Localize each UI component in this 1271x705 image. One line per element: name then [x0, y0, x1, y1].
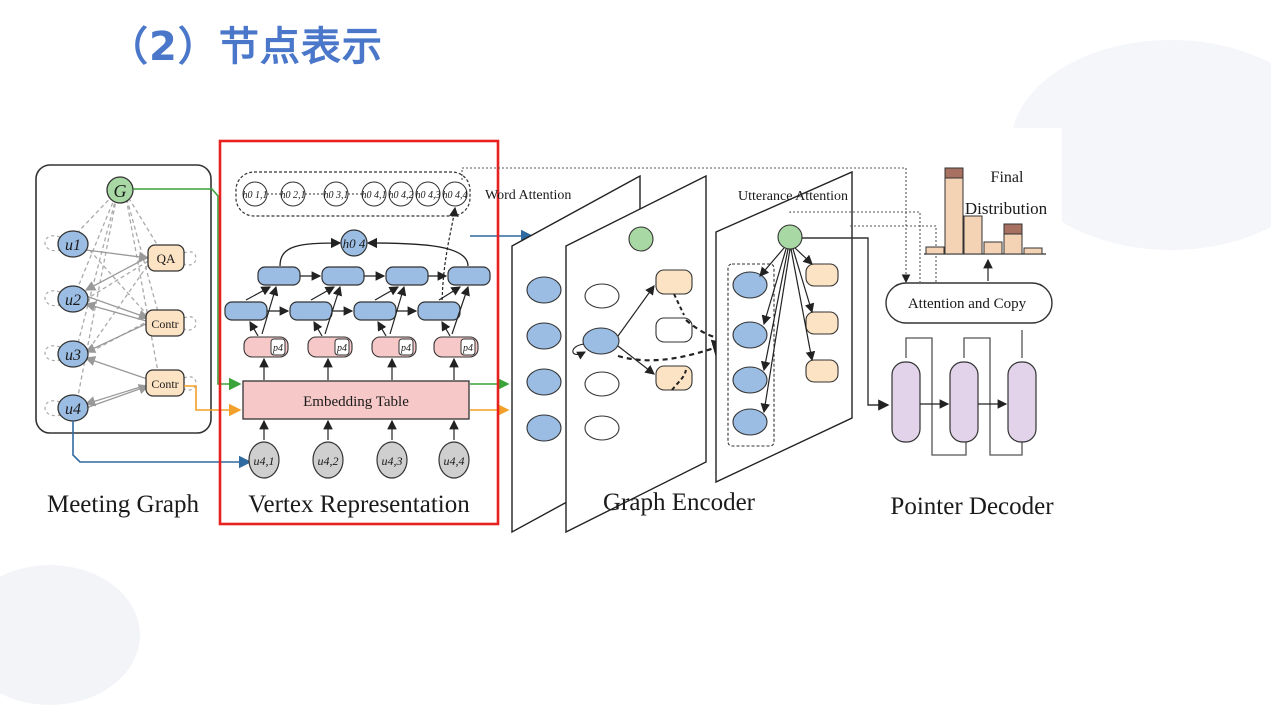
contr-node-1-label: Contr	[151, 317, 178, 331]
word-state-6	[415, 181, 441, 207]
pointer-decoder-title: Pointer Decoder	[890, 493, 1054, 520]
bilstm-lower-1	[224, 301, 268, 321]
vertex-representation: h0 1,1 h0 2,1 h0 3,1 h0 4,1 h0 4,2 h0 4,…	[218, 139, 500, 526]
input-token-4-label: u4,4	[444, 454, 465, 468]
utterance-node-4-label: u4	[65, 401, 81, 418]
input-token-2-label: u4,2	[318, 454, 339, 468]
meeting-graph-box	[35, 164, 212, 434]
word-state-7	[442, 181, 468, 207]
slide-title: （2）节点表示	[108, 24, 383, 70]
vertex-representation-title: Vertex Representation	[248, 491, 470, 518]
decoder-cell-3	[1007, 361, 1037, 443]
input-token-2	[312, 441, 344, 479]
bilstm-upper-2	[321, 266, 365, 286]
contr-node-2-label: Contr	[151, 377, 178, 391]
attention-copy-box	[885, 282, 1053, 324]
global-node-label: G	[114, 181, 127, 201]
input-token-1-label: u4,1	[254, 454, 275, 468]
word-states-box	[235, 171, 471, 217]
input-token-3	[376, 441, 408, 479]
global-node	[106, 176, 134, 204]
pointer-decoder: Attention and Copy Fina	[802, 167, 1053, 456]
encoder-layer-2	[565, 174, 707, 534]
input-token-3-label: u4,3	[382, 454, 403, 468]
encoder-layer-3	[715, 170, 853, 484]
utterance-attention-label: Utterance Attention	[738, 189, 848, 204]
bilstm-upper-4	[447, 266, 491, 286]
utterance-node-3	[57, 340, 89, 368]
word-state-5	[388, 181, 414, 207]
attention-copy-label: Attention and Copy	[908, 296, 1027, 312]
qa-node-label: QA	[157, 251, 176, 266]
input-token-4	[438, 441, 470, 479]
contr-node-1	[145, 309, 185, 337]
pos-tag-4-label: p4	[462, 343, 473, 354]
word-state-7-label: h0 4,4	[443, 190, 468, 201]
highlight-box	[218, 139, 500, 526]
bilstm-lower-4	[417, 301, 461, 321]
graph-encoder: Word Attention Utterance Attention	[461, 167, 937, 534]
meeting-graph-title: Meeting Graph	[47, 491, 200, 518]
utterance-node-2-label: u2	[65, 292, 81, 309]
utterance-node-1	[57, 230, 89, 258]
utterance-node-2	[57, 285, 89, 313]
meeting-graph: G u1 u2 u3 u4 QA Contr Contr	[35, 164, 212, 434]
word-attention-label: Word Attention	[485, 188, 571, 203]
word-state-5-label: h0 4,2	[389, 190, 414, 201]
bilstm-upper-3	[385, 266, 429, 286]
bilstm-upper-1	[257, 266, 301, 286]
contr-to-embedding-arrow	[184, 385, 242, 417]
pos-tag-1-label: p4	[272, 343, 283, 354]
decoder-cell-2	[949, 361, 979, 443]
pos-tag-2-label: p4	[336, 343, 347, 354]
qa-node	[147, 244, 185, 272]
input-token-1	[248, 441, 280, 479]
bilstm-lower-2	[289, 301, 333, 321]
embedding-table	[242, 380, 470, 420]
model-architecture-diagram: G u1 u2 u3 u4 QA Contr Contr h0 1,1 h0 2…	[35, 139, 1055, 534]
embedding-table-label: Embedding Table	[303, 394, 409, 410]
pos-tag-3-label: p4	[400, 343, 411, 354]
final-distribution-label-line2: Distribution	[965, 199, 1048, 218]
global-to-embedding-arrow	[133, 188, 242, 391]
graph-encoder-title: Graph Encoder	[603, 489, 756, 516]
vertex-state-label: h0 4	[343, 236, 366, 251]
final-distribution-chart: Final Distribution	[924, 167, 1048, 255]
utterance-set-box	[727, 263, 775, 447]
contr-node-2	[145, 369, 185, 397]
word-state-6-label: h0 4,3	[416, 190, 441, 201]
word-state-2-label: h0 2,1	[281, 190, 306, 201]
bilstm-lower-3	[353, 301, 397, 321]
word-state-3-label: h0 3,1	[324, 190, 349, 201]
utterance-node-1-label: u1	[65, 237, 81, 254]
final-distribution-label-line1: Final	[991, 169, 1024, 186]
decoder-cell-1	[891, 361, 921, 443]
word-state-4-label: h0 4,1	[362, 190, 387, 201]
utterance-node-3-label: u3	[65, 347, 81, 364]
word-state-1-label: h0 1,1	[243, 190, 268, 201]
u4-to-inputs-arrow	[72, 421, 252, 469]
